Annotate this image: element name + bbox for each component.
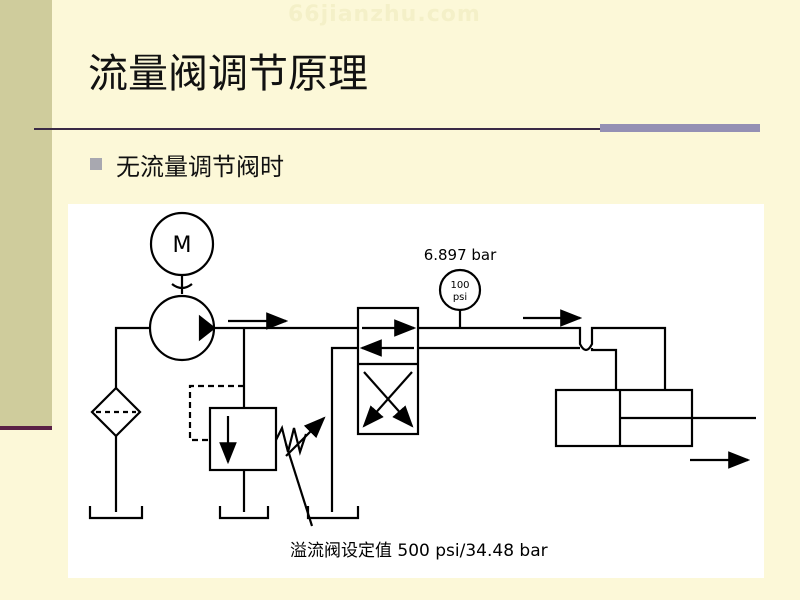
relief-setting-label: 溢流阀设定值 500 psi/34.48 bar [290,541,548,561]
motor-shaft [171,275,193,294]
bullet-item: 无流量调节阀时 [90,146,410,182]
directional-valve [356,306,420,436]
tank-2 [218,506,270,520]
hydraulic-pump [148,294,216,362]
hydraulic-cylinder [554,349,756,448]
suction-line [114,326,150,512]
title-rule-accent [600,124,760,132]
pilot-line [188,384,244,442]
slide-title: 流量阀调节原理 [88,51,368,97]
bullet-square-icon [90,158,102,170]
gauge-face-bottom: psi [453,292,467,303]
circuit-svg: M 6.897 bar 100 psi 溢流阀设定值 500 psi/34.48… [88,211,756,561]
tank-3 [306,506,360,520]
bullet-text: 无流量调节阀时 [116,152,284,181]
tank-1 [88,506,144,520]
pressure-line [214,310,667,352]
hydraulic-circuit-diagram: M 6.897 bar 100 psi 溢流阀设定值 500 psi/34.48… [68,204,764,578]
return-line [330,346,618,512]
pressure-gauge [438,268,482,312]
slide-sidebar [0,0,52,428]
watermark: 66jianzhu.com [288,2,481,27]
relief-valve [208,406,326,512]
filter [90,386,142,438]
gauge-face-top: 100 [450,280,469,291]
title-rule [34,128,600,130]
sidebar-divider [0,426,52,430]
gauge-reading: 6.897 bar [424,246,497,264]
motor-label: M [173,233,192,258]
